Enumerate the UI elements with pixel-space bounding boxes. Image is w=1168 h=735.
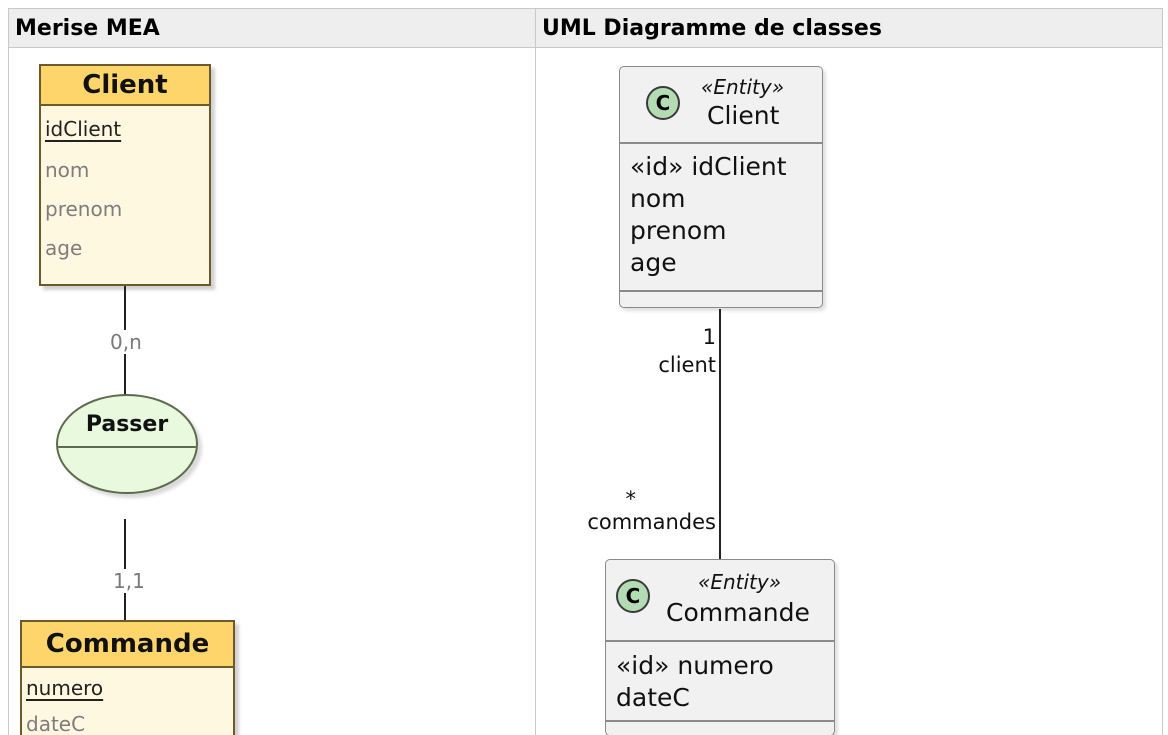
uml-class-commande: C «Entity» Commande «id» numero dateC: [605, 559, 835, 735]
uml-class-client: C «Entity» Client «id» idClient nom pren…: [619, 66, 823, 308]
mea-association-passer: Passer: [56, 394, 198, 494]
mea-entity-commande-title: Commande: [22, 622, 233, 668]
uml-client-attribute: nom: [630, 184, 686, 213]
column-header-merise: Merise MEA: [8, 8, 536, 48]
uml-diagram-cell: C «Entity» Client «id» idClient nom pren…: [535, 47, 1163, 735]
mea-entity-client: Client idClient nom prenom age: [39, 64, 211, 286]
uml-client-attribute: age: [630, 248, 677, 277]
mea-commande-key-attribute: numero: [26, 676, 104, 700]
uml-client-role: client: [658, 353, 716, 377]
comparison-table: Merise MEA UML Diagramme de classes Clie…: [8, 8, 1163, 735]
mea-association-separator: [58, 446, 196, 448]
mea-commande-attribute: dateC: [26, 712, 86, 735]
mea-client-attribute: nom: [45, 158, 90, 182]
mea-client-key-attribute: idClient: [45, 117, 122, 141]
uml-commande-attribute: «id» numero: [616, 651, 774, 680]
uml-commande-methods-separator: [606, 720, 834, 722]
mea-client-attribute: prenom: [45, 197, 123, 221]
mea-entity-client-title: Client: [41, 66, 209, 106]
mea-cardinality-commande: 1,1: [111, 569, 147, 593]
uml-commande-role: commandes: [587, 510, 716, 534]
uml-commande-multiplicity: *: [625, 487, 637, 511]
uml-commande-separator: [606, 640, 834, 642]
uml-commande-attribute: dateC: [616, 683, 690, 712]
class-icon: C: [646, 86, 680, 120]
uml-client-multiplicity: 1: [702, 325, 716, 349]
mea-entity-commande: Commande numero dateC: [20, 620, 235, 735]
uml-client-name: Client: [707, 101, 780, 130]
class-icon: C: [616, 579, 650, 613]
uml-client-attribute: «id» idClient: [630, 152, 787, 181]
mea-association-passer-title: Passer: [85, 412, 169, 437]
merise-diagram-cell: Client idClient nom prenom age 0,n Passe…: [8, 47, 536, 735]
mea-cardinality-client: 0,n: [108, 330, 144, 354]
uml-client-methods-separator: [620, 290, 822, 292]
uml-association-line: [719, 309, 721, 560]
uml-commande-stereotype: «Entity»: [698, 570, 782, 594]
uml-client-attribute: prenom: [630, 216, 727, 245]
column-header-uml: UML Diagramme de classes: [535, 8, 1163, 48]
uml-commande-name: Commande: [666, 598, 810, 627]
uml-client-separator: [620, 142, 822, 144]
uml-client-stereotype: «Entity»: [701, 75, 785, 99]
mea-client-attribute: age: [45, 236, 83, 260]
